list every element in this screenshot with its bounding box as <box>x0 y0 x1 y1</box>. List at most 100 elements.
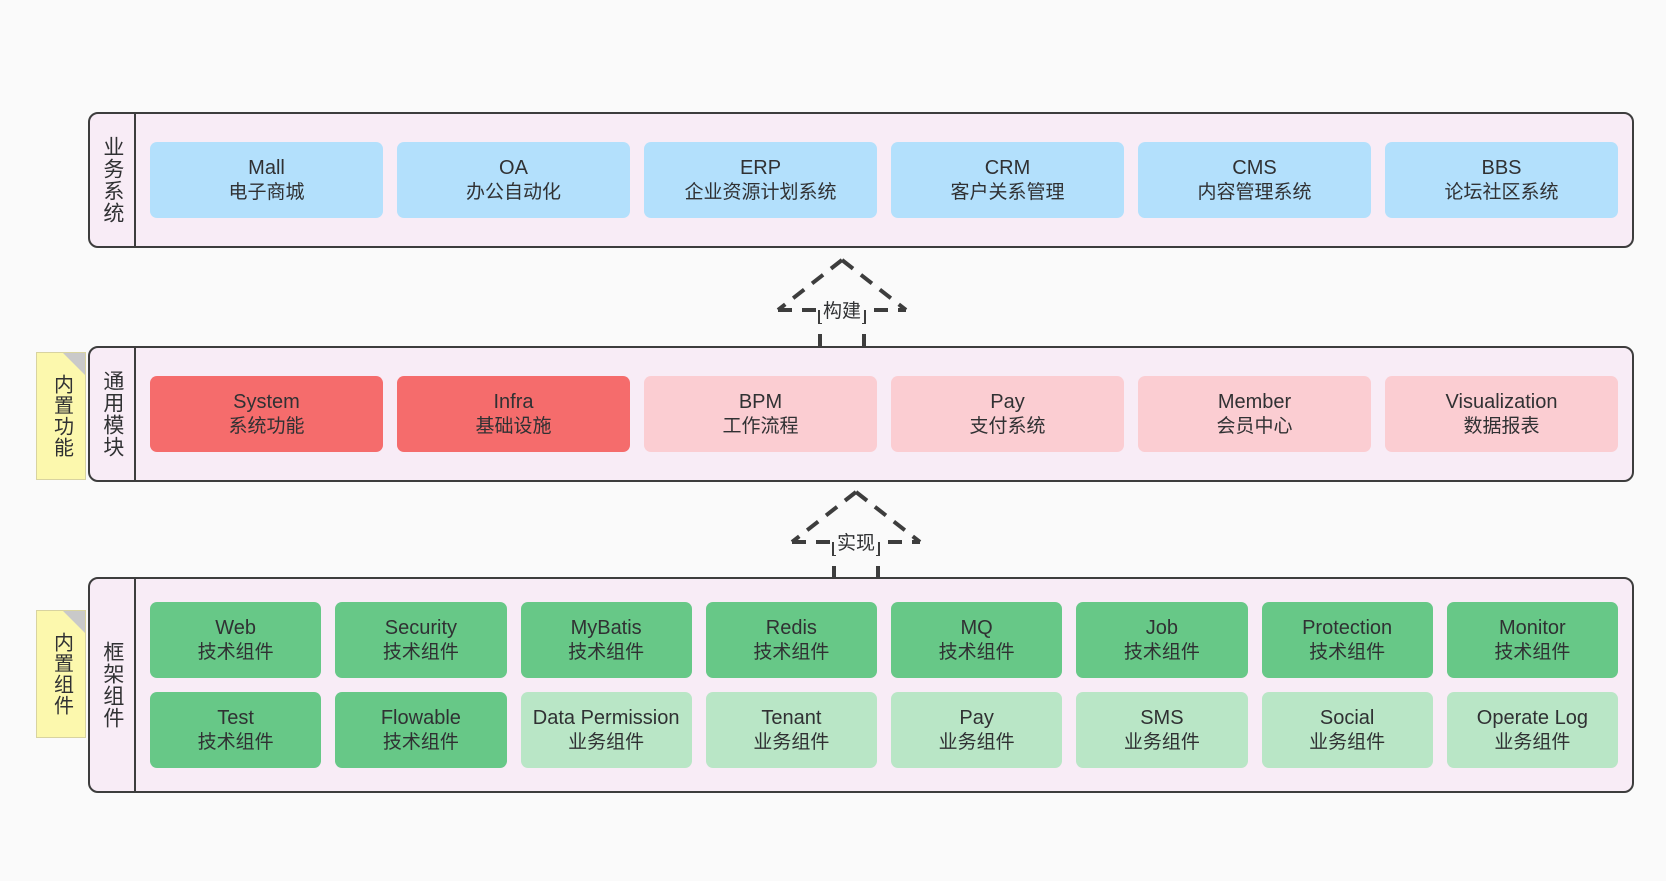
layer-framework-component: 框架组件 Web 技术组件 Security 技术组件 MyBatis 技术组件… <box>88 577 1634 793</box>
node-title: Web <box>215 617 256 640</box>
node-subtitle: 技术组件 <box>382 641 459 663</box>
node-subtitle: 电子商城 <box>228 181 305 203</box>
node-oa[interactable]: OA 办公自动化 <box>397 142 630 218</box>
node-mq[interactable]: MQ 技术组件 <box>891 602 1063 678</box>
node-test[interactable]: Test 技术组件 <box>150 692 322 768</box>
node-bpm[interactable]: BPM 工作流程 <box>644 376 877 452</box>
node-web[interactable]: Web 技术组件 <box>150 602 322 678</box>
node-subtitle: 基础设施 <box>475 415 552 437</box>
sticky-note-label: 内置功能 <box>50 374 73 458</box>
node-pay-component[interactable]: Pay 业务组件 <box>891 692 1063 768</box>
node-flowable[interactable]: Flowable 技术组件 <box>335 692 507 768</box>
node-subtitle: 工作流程 <box>722 415 799 437</box>
connector-implement-label: 实现 <box>833 528 879 555</box>
connector-build: 构建 <box>754 256 930 352</box>
module-node-row: System 系统功能 Infra 基础设施 BPM 工作流程 Pay 支付系统… <box>150 376 1618 452</box>
node-cms[interactable]: CMS 内容管理系统 <box>1138 142 1371 218</box>
node-data-permission[interactable]: Data Permission 业务组件 <box>520 692 692 768</box>
node-subtitle: 技术组件 <box>1309 641 1386 663</box>
connector-implement: 实现 <box>768 488 944 584</box>
node-title: Test <box>217 707 254 730</box>
node-title: Visualization <box>1445 391 1558 414</box>
node-erp[interactable]: ERP 企业资源计划系统 <box>644 142 877 218</box>
node-mall[interactable]: Mall 电子商城 <box>150 142 383 218</box>
node-subtitle: 技术组件 <box>568 641 645 663</box>
node-mybatis[interactable]: MyBatis 技术组件 <box>520 602 692 678</box>
node-redis[interactable]: Redis 技术组件 <box>705 602 877 678</box>
node-title: Social <box>1319 707 1375 730</box>
node-title: Tenant <box>761 707 822 730</box>
node-title: Data Permission <box>532 707 680 730</box>
framework-node-row-1: Web 技术组件 Security 技术组件 MyBatis 技术组件 Redi… <box>150 602 1618 678</box>
node-subtitle: 技术组件 <box>1494 641 1571 663</box>
node-pay-module[interactable]: Pay 支付系统 <box>891 376 1124 452</box>
node-bbs[interactable]: BBS 论坛社区系统 <box>1385 142 1618 218</box>
node-title: Member <box>1217 391 1292 414</box>
layer-common-module: 通用模块 System 系统功能 Infra 基础设施 BPM 工作流程 Pay… <box>88 346 1634 482</box>
node-subtitle: 企业资源计划系统 <box>684 181 837 203</box>
node-title: Job <box>1145 617 1178 640</box>
node-subtitle: 系统功能 <box>228 415 305 437</box>
node-subtitle: 业务组件 <box>1309 731 1386 753</box>
layer-body-business-system: Mall 电子商城 OA 办公自动化 ERP 企业资源计划系统 CRM 客户关系… <box>136 114 1632 246</box>
sticky-note-builtin-function: 内置功能 <box>36 352 86 480</box>
node-crm[interactable]: CRM 客户关系管理 <box>891 142 1124 218</box>
node-title: OA <box>499 157 528 180</box>
node-title: CMS <box>1232 157 1277 180</box>
sticky-note-builtin-component: 内置组件 <box>36 610 86 738</box>
node-title: System <box>233 391 300 414</box>
node-subtitle: 业务组件 <box>753 731 830 753</box>
node-subtitle: 技术组件 <box>197 641 274 663</box>
node-sms[interactable]: SMS 业务组件 <box>1076 692 1248 768</box>
node-system[interactable]: System 系统功能 <box>150 376 383 452</box>
node-title: Flowable <box>380 707 461 730</box>
node-title: MQ <box>960 617 993 640</box>
node-subtitle: 论坛社区系统 <box>1444 181 1559 203</box>
node-monitor[interactable]: Monitor 技术组件 <box>1446 602 1618 678</box>
sticky-note-label: 内置组件 <box>50 632 73 716</box>
layer-business-system: 业务系统 Mall 电子商城 OA 办公自动化 ERP 企业资源计划系统 CRM… <box>88 112 1634 248</box>
node-infra[interactable]: Infra 基础设施 <box>397 376 630 452</box>
node-operate-log[interactable]: Operate Log 业务组件 <box>1446 692 1618 768</box>
node-protection[interactable]: Protection 技术组件 <box>1261 602 1433 678</box>
node-title: CRM <box>984 157 1031 180</box>
node-visualization[interactable]: Visualization 数据报表 <box>1385 376 1618 452</box>
node-title: Pay <box>990 391 1025 414</box>
node-title: MyBatis <box>570 617 642 640</box>
business-node-row: Mall 电子商城 OA 办公自动化 ERP 企业资源计划系统 CRM 客户关系… <box>150 142 1618 218</box>
connector-build-label: 构建 <box>819 296 865 323</box>
node-subtitle: 业务组件 <box>938 731 1015 753</box>
layer-label-common-module: 通用模块 <box>90 348 136 480</box>
node-subtitle: 技术组件 <box>382 731 459 753</box>
node-subtitle: 内容管理系统 <box>1197 181 1312 203</box>
layer-body-framework-component: Web 技术组件 Security 技术组件 MyBatis 技术组件 Redi… <box>136 579 1632 791</box>
node-subtitle: 技术组件 <box>197 731 274 753</box>
node-title: Security <box>384 617 457 640</box>
node-tenant[interactable]: Tenant 业务组件 <box>705 692 877 768</box>
layer-body-common-module: System 系统功能 Infra 基础设施 BPM 工作流程 Pay 支付系统… <box>136 348 1632 480</box>
node-subtitle: 技术组件 <box>1123 641 1200 663</box>
layer-label-business-system: 业务系统 <box>90 114 136 246</box>
node-title: ERP <box>739 157 782 180</box>
node-subtitle: 业务组件 <box>568 731 645 753</box>
node-title: Operate Log <box>1476 707 1588 730</box>
node-social[interactable]: Social 业务组件 <box>1261 692 1433 768</box>
node-job[interactable]: Job 技术组件 <box>1076 602 1248 678</box>
node-subtitle: 技术组件 <box>753 641 830 663</box>
node-subtitle: 客户关系管理 <box>950 181 1065 203</box>
node-security[interactable]: Security 技术组件 <box>335 602 507 678</box>
node-subtitle: 业务组件 <box>1123 731 1200 753</box>
node-title: Redis <box>765 617 817 640</box>
node-title: Pay <box>959 707 994 730</box>
node-subtitle: 支付系统 <box>969 415 1046 437</box>
framework-node-row-2: Test 技术组件 Flowable 技术组件 Data Permission … <box>150 692 1618 768</box>
node-subtitle: 办公自动化 <box>465 181 561 203</box>
node-subtitle: 技术组件 <box>938 641 1015 663</box>
node-member[interactable]: Member 会员中心 <box>1138 376 1371 452</box>
node-subtitle: 会员中心 <box>1216 415 1293 437</box>
node-title: Monitor <box>1499 617 1566 640</box>
node-subtitle: 业务组件 <box>1494 731 1571 753</box>
node-subtitle: 数据报表 <box>1463 415 1540 437</box>
layer-label-framework-component: 框架组件 <box>90 579 136 791</box>
